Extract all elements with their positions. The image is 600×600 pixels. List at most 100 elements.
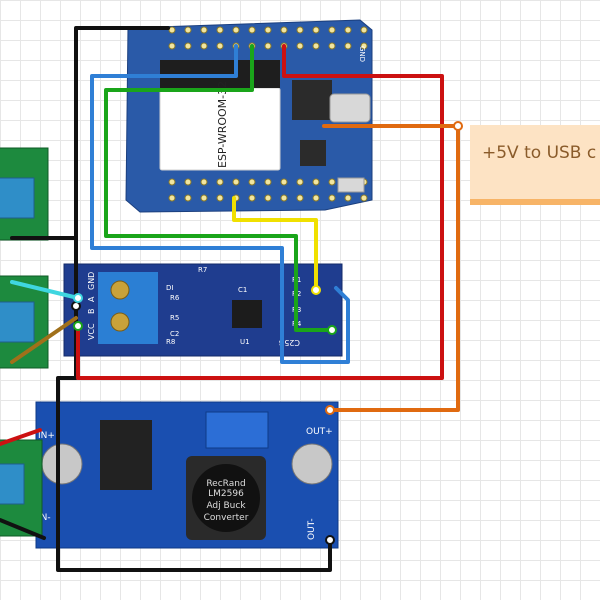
note-usb-power[interactable]: +5V to USB c xyxy=(470,125,600,205)
rs485-ref-label: R8 xyxy=(166,338,175,346)
header-pin xyxy=(296,26,304,34)
header-pin xyxy=(168,42,176,50)
header-pin xyxy=(216,194,224,202)
header-pin xyxy=(248,178,256,186)
header-pin xyxy=(360,26,368,34)
terminal-block-top[interactable] xyxy=(0,147,49,241)
header-pin xyxy=(296,178,304,186)
header-pin xyxy=(328,194,336,202)
buck-in-minus: IN- xyxy=(38,513,51,523)
header-pin xyxy=(296,42,304,50)
note-text: +5V to USB c xyxy=(482,143,597,163)
buck-input-capacitor xyxy=(41,443,83,485)
header-pin xyxy=(232,178,240,186)
buck-in-plus: IN+ xyxy=(38,431,55,441)
header-pin xyxy=(200,26,208,34)
screw-icon xyxy=(110,312,130,332)
wire-red-buck xyxy=(0,428,42,446)
wire-yellow xyxy=(232,196,318,292)
rs485-part-label: C25B xyxy=(279,338,300,347)
header-pin xyxy=(280,194,288,202)
header-pin xyxy=(168,178,176,186)
rs485-ref-label: C1 xyxy=(238,286,247,294)
rs485-ref-label: U1 xyxy=(240,338,250,346)
header-pin xyxy=(264,178,272,186)
header-pin xyxy=(216,42,224,50)
wire-red-vcc xyxy=(76,44,444,380)
header-pin xyxy=(264,26,272,34)
header-pin xyxy=(184,194,192,202)
header-pin xyxy=(184,26,192,34)
wire-orange xyxy=(322,124,460,412)
header-pin xyxy=(360,42,368,50)
header-pin xyxy=(248,194,256,202)
screw-icon xyxy=(110,280,130,300)
header-pin xyxy=(232,26,240,34)
header-pin xyxy=(312,42,320,50)
esp32-bottom-header xyxy=(168,178,368,202)
rs485-ref-label: DI xyxy=(166,284,173,292)
buck-brand: RecRand xyxy=(206,479,245,489)
esp32-gnd-label: GND xyxy=(358,46,366,62)
esp32-module-label: ESP-WROOM-32 xyxy=(216,81,229,168)
esp32-top-header xyxy=(168,26,368,50)
buck-converter[interactable]: RecRand LM2596 Adj Buck Converter IN+ IN… xyxy=(35,401,339,549)
header-pin xyxy=(200,178,208,186)
rs485-label-a: A xyxy=(87,296,96,302)
wire-black-buck xyxy=(0,518,46,540)
header-pin xyxy=(184,42,192,50)
buck-inductor-coil xyxy=(192,464,260,532)
header-pin xyxy=(264,194,272,202)
header-pin xyxy=(200,42,208,50)
header-pin xyxy=(312,178,320,186)
wire-green xyxy=(104,44,334,332)
terminal-block-middle[interactable] xyxy=(0,275,49,369)
header-pin xyxy=(344,194,352,202)
buck-regulator xyxy=(100,420,152,490)
esp32-usb-chip xyxy=(300,140,326,166)
buck-output-capacitor xyxy=(291,443,333,485)
rs485-screw-terminal xyxy=(98,272,158,344)
buck-line4: Converter xyxy=(204,513,249,523)
header-pin xyxy=(184,178,192,186)
header-pin xyxy=(248,26,256,34)
header-pin xyxy=(264,42,272,50)
wire-blue xyxy=(90,44,350,364)
header-pin xyxy=(280,178,288,186)
rs485-ref-label: R6 xyxy=(170,294,180,302)
buck-potentiometer[interactable] xyxy=(205,411,269,449)
buck-out-plus: OUT+ xyxy=(306,427,333,437)
buck-model: LM2596 xyxy=(208,489,244,499)
header-pin xyxy=(200,194,208,202)
wire-endpoints xyxy=(71,121,463,545)
header-pin xyxy=(312,26,320,34)
header-pin xyxy=(328,178,336,186)
header-pin xyxy=(216,178,224,186)
header-pin xyxy=(344,26,352,34)
header-pin xyxy=(312,194,320,202)
esp32-button[interactable] xyxy=(337,177,365,193)
rs485-label-gnd: GND xyxy=(87,272,96,290)
wires xyxy=(0,26,460,572)
header-pin xyxy=(216,26,224,34)
header-pin xyxy=(168,194,176,202)
wire-cyan xyxy=(10,280,80,300)
rs485-label-b: B xyxy=(87,309,96,315)
header-pin xyxy=(280,26,288,34)
header-pin xyxy=(344,42,352,50)
esp32-board[interactable]: ESP-WROOM-32 GND xyxy=(125,19,373,213)
header-pin xyxy=(328,26,336,34)
esp32-chip xyxy=(292,80,332,120)
buck-line3: Adj Buck xyxy=(206,501,246,511)
wire-brown xyxy=(10,316,78,364)
rs485-ref-label: R7 xyxy=(198,266,207,274)
header-pin xyxy=(328,42,336,50)
rs485-label-vcc: VCC xyxy=(87,323,96,340)
usb-port[interactable] xyxy=(329,93,371,123)
terminal-block-bottom[interactable] xyxy=(0,439,43,537)
rs485-chip xyxy=(232,300,262,328)
header-pin xyxy=(296,194,304,202)
rs485-ref-label: R5 xyxy=(170,314,179,322)
